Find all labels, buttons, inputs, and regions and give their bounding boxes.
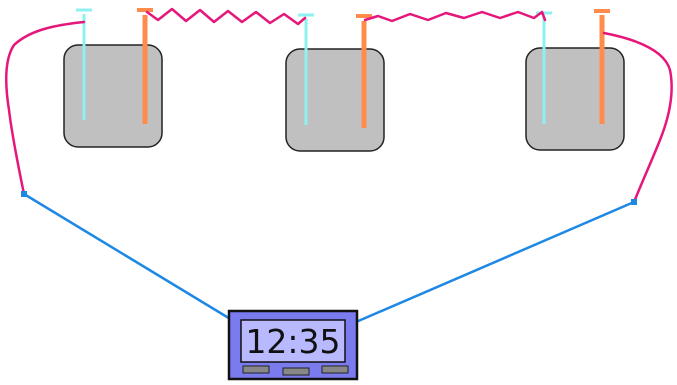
copper-electrode-1: [137, 8, 153, 124]
zinc-electrode-1: [76, 8, 92, 120]
wire-cell1-to-cell2: [145, 7, 307, 26]
wire-left-lead: [4, 20, 86, 196]
copper-electrode-2: [356, 14, 372, 128]
clock-lead-right: [355, 200, 635, 324]
zinc-electrode-2: [298, 13, 314, 125]
terminal-right: [631, 199, 637, 205]
clock-button-2: [282, 367, 310, 376]
cup-1: [63, 44, 163, 148]
cup-3: [525, 47, 625, 151]
cell-2: [285, 13, 385, 152]
cell-1: [63, 8, 163, 148]
wire-right-lead: [602, 31, 673, 204]
clock-button-3: [321, 365, 349, 374]
clock-lead-left: [23, 192, 233, 322]
cell-3: [525, 9, 625, 151]
clock-time: 12:35: [245, 322, 340, 361]
copper-electrode-3: [594, 9, 610, 124]
cup-2: [285, 48, 385, 152]
terminal-left: [21, 191, 27, 197]
digital-clock: 12:35: [227, 309, 359, 381]
clock-screen: [240, 319, 346, 363]
wire-cell2-to-cell3: [363, 10, 547, 23]
clock-button-1: [242, 365, 270, 374]
